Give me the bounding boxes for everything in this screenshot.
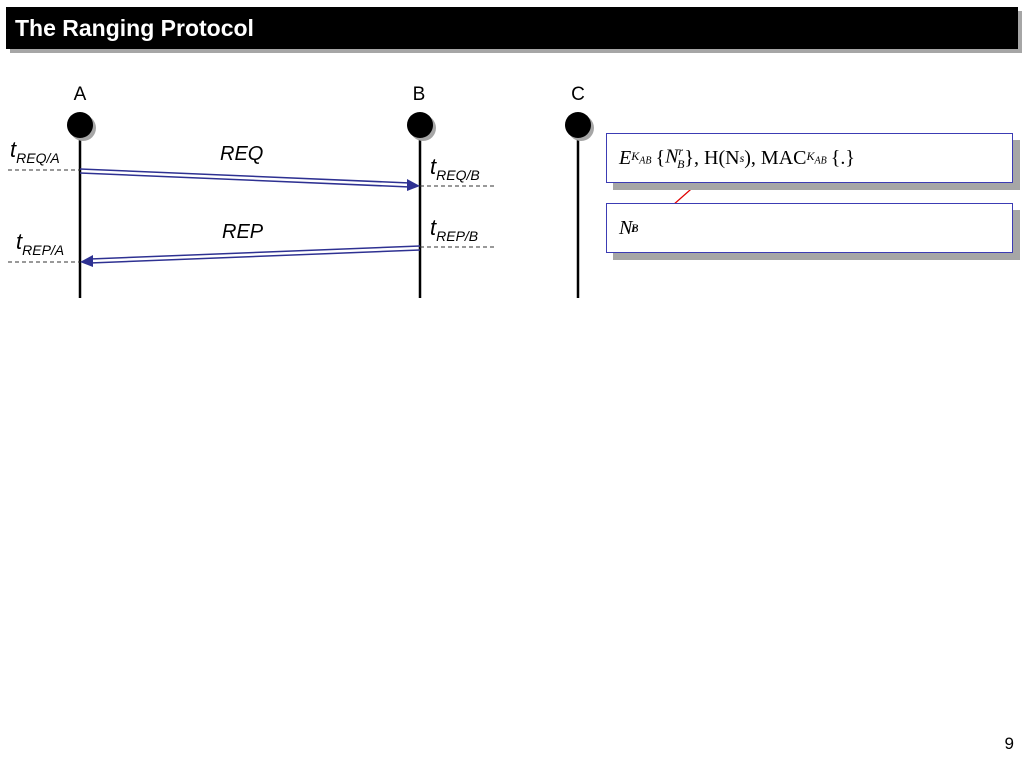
- formula-mac: ), MAC: [744, 146, 807, 169]
- node-a: [67, 112, 93, 138]
- extracted-n: N: [619, 216, 633, 239]
- formula-e: E: [619, 146, 632, 169]
- formula-key-sub: AB: [639, 155, 652, 167]
- title-bar: The Ranging Protocol: [6, 7, 1018, 49]
- formula-mac-key-sub: AB: [814, 155, 827, 167]
- nonce-sup: r: [678, 144, 684, 159]
- slide-title: The Ranging Protocol: [15, 14, 254, 41]
- nonce-n: N: [665, 145, 679, 168]
- extracted-sup: r: [632, 220, 638, 235]
- formula-key: K: [631, 149, 640, 164]
- formula-tail: {.}: [830, 146, 855, 169]
- formula-mac-key: K: [806, 149, 815, 164]
- page-number: 9: [1004, 734, 1014, 753]
- rep-label: REP: [222, 221, 264, 243]
- req-arrow: [79, 168, 420, 191]
- rep-arrow: [80, 245, 421, 267]
- party-label-a: A: [73, 84, 87, 105]
- formula-nonce: NrB: [665, 144, 684, 172]
- nonce-sub: B: [677, 156, 685, 171]
- timestamp-req-b: tREQ/B: [430, 154, 480, 183]
- node-b: [407, 112, 433, 138]
- timestamp-req-a: tREQ/A: [10, 137, 60, 166]
- node-c: [565, 112, 591, 138]
- req-label: REQ: [220, 143, 264, 165]
- extracted-sub: B: [631, 220, 639, 235]
- timestamp-rep-b: tREP/B: [430, 215, 479, 244]
- formula-open-brace: {: [655, 146, 666, 169]
- formula-s-sup: s: [739, 150, 745, 165]
- party-label-c: C: [571, 84, 585, 105]
- timestamp-rep-a: tREP/A: [16, 229, 65, 258]
- formula-hash: }, H(N: [684, 146, 740, 169]
- party-label-b: B: [412, 84, 426, 105]
